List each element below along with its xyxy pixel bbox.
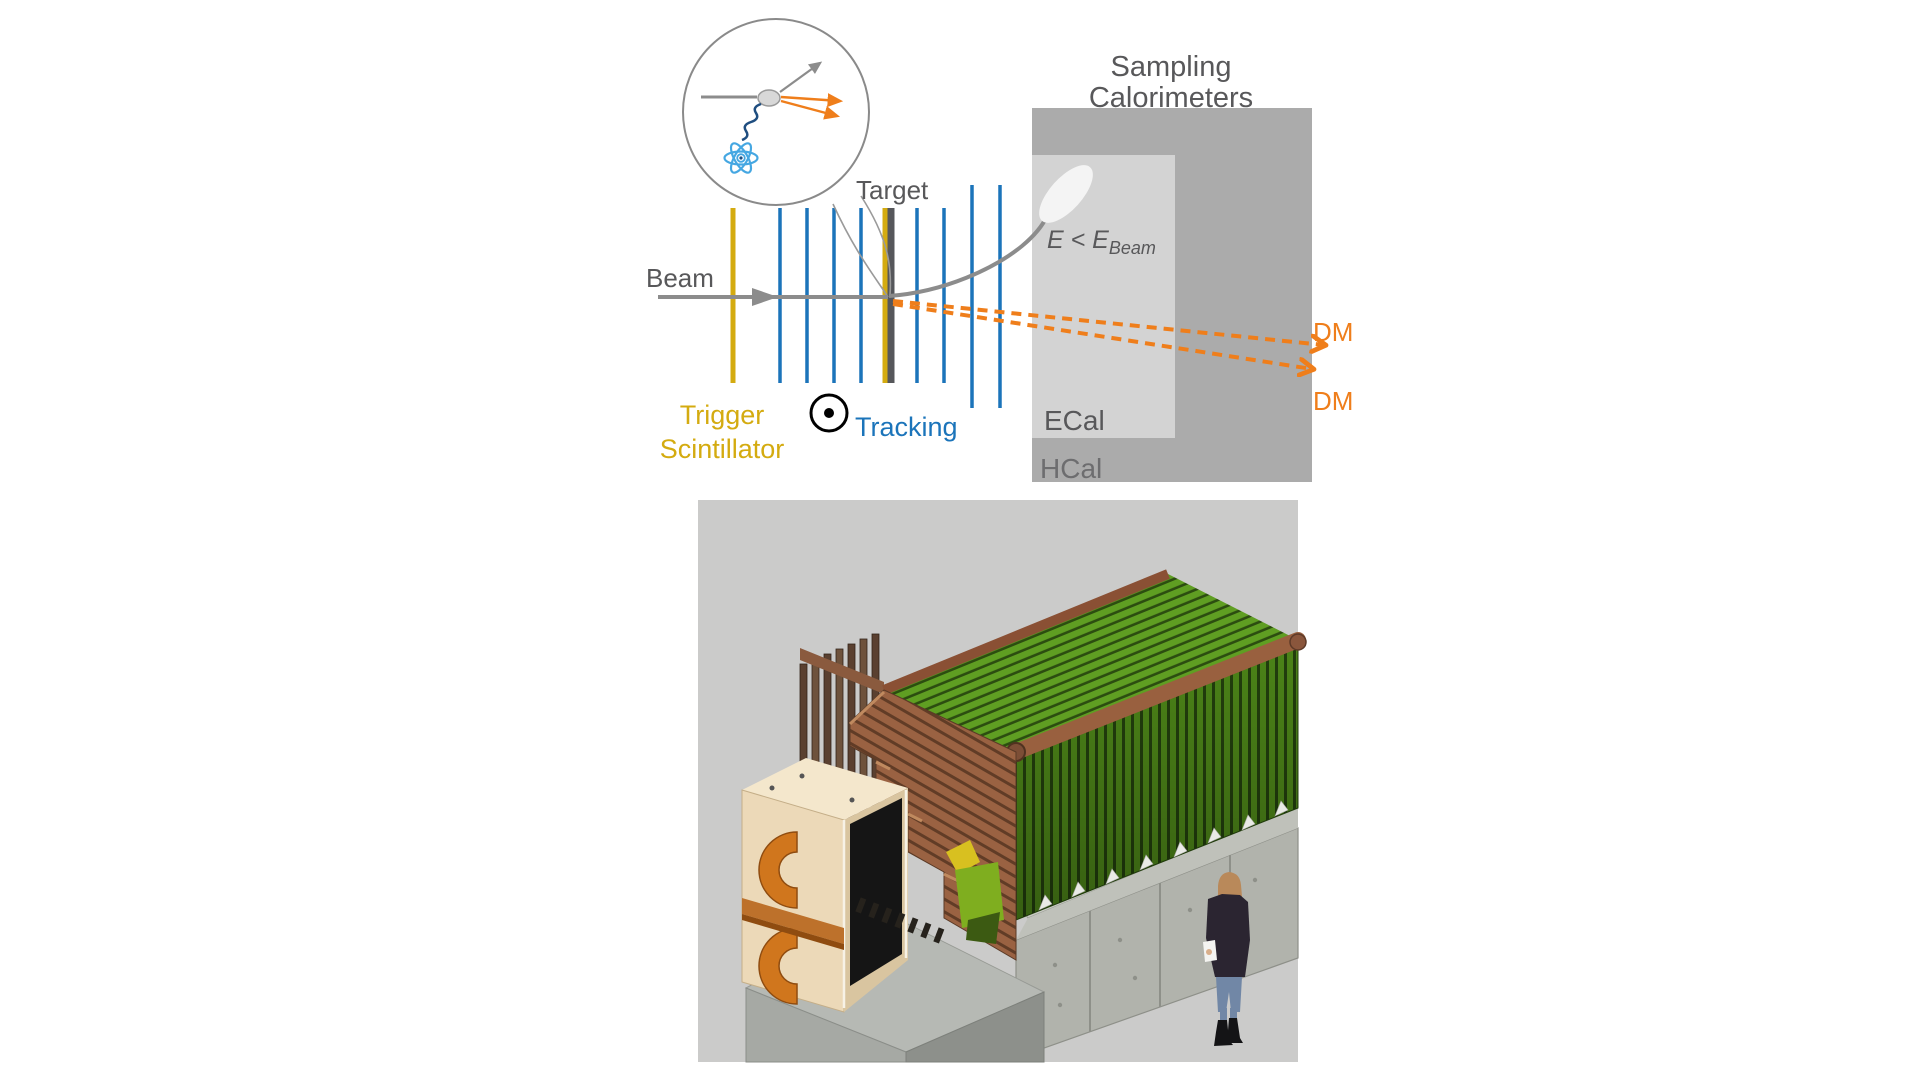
woman-hand (1206, 949, 1212, 955)
hcal-top-face (884, 574, 1298, 752)
zoom-callout-tails (832, 195, 892, 298)
dm-particle-arrow (780, 99, 841, 120)
atom-icon (723, 142, 759, 174)
copper-band-shadow (742, 914, 844, 950)
dm-arrow-upper (892, 299, 1324, 345)
tracking-label: Tracking (855, 412, 958, 442)
energy-label: E < EBeam (1047, 226, 1156, 258)
schematic-panel: Sampling Calorimeters Beam (646, 18, 1353, 484)
support-brackets (1038, 800, 1289, 911)
step-highlights (848, 690, 959, 883)
photon-wave (741, 102, 762, 142)
fin-crossbeam (800, 648, 884, 694)
top-far-rail (882, 569, 1170, 695)
magnet-bore (850, 798, 902, 986)
copper-band (742, 898, 844, 944)
hcal-label: HCal (1040, 453, 1102, 484)
magnet-posts (842, 790, 908, 1008)
beam-arrow-icon (752, 288, 778, 306)
woman-boot (1227, 1018, 1243, 1043)
concrete-bolts (1052, 877, 1258, 1008)
title-line1: Sampling (1111, 51, 1232, 83)
dm-particle-arrow (780, 93, 844, 108)
shower-ellipse (1039, 165, 1093, 223)
hcal-side-shade (1016, 640, 1298, 920)
interaction-vertex (757, 89, 781, 107)
concrete-bevel (1016, 806, 1298, 940)
target-label: Target (856, 175, 929, 205)
woman-jacket (1206, 894, 1250, 977)
ecal-label: ECal (1044, 405, 1105, 436)
woman-jeans (1216, 977, 1242, 1012)
trigger-label-line1: Trigger (680, 400, 765, 430)
recoil-track (888, 215, 1049, 298)
magnet-bolts (769, 773, 855, 803)
dm-label-lower: DM (1313, 386, 1353, 416)
title-line2: Calorimeters (1089, 82, 1253, 114)
tracking-planes (778, 185, 1002, 408)
rail-right-hook (1289, 633, 1307, 651)
woman-figure (1203, 872, 1250, 1046)
top-near-rail-cylinder (1008, 632, 1306, 760)
dm-label-upper: DM (1313, 317, 1353, 347)
detector-3d-render (698, 500, 1307, 1063)
coil-lower (758, 927, 798, 1005)
dm-arrow-lower (892, 302, 1312, 369)
beam-label: Beam (646, 263, 714, 293)
dm-arrows (892, 299, 1324, 369)
tracker-ladder (855, 897, 945, 944)
magnet-assembly (741, 758, 908, 1013)
trigger-label-line2: Scintillator (660, 434, 785, 464)
coil-upper (758, 831, 798, 909)
scattered-electron-arrow (779, 61, 823, 93)
zoom-callout-circle (682, 18, 870, 206)
beam-axis-icon (809, 393, 849, 433)
ecal-blob (946, 840, 1004, 944)
magnet-top (742, 758, 908, 820)
